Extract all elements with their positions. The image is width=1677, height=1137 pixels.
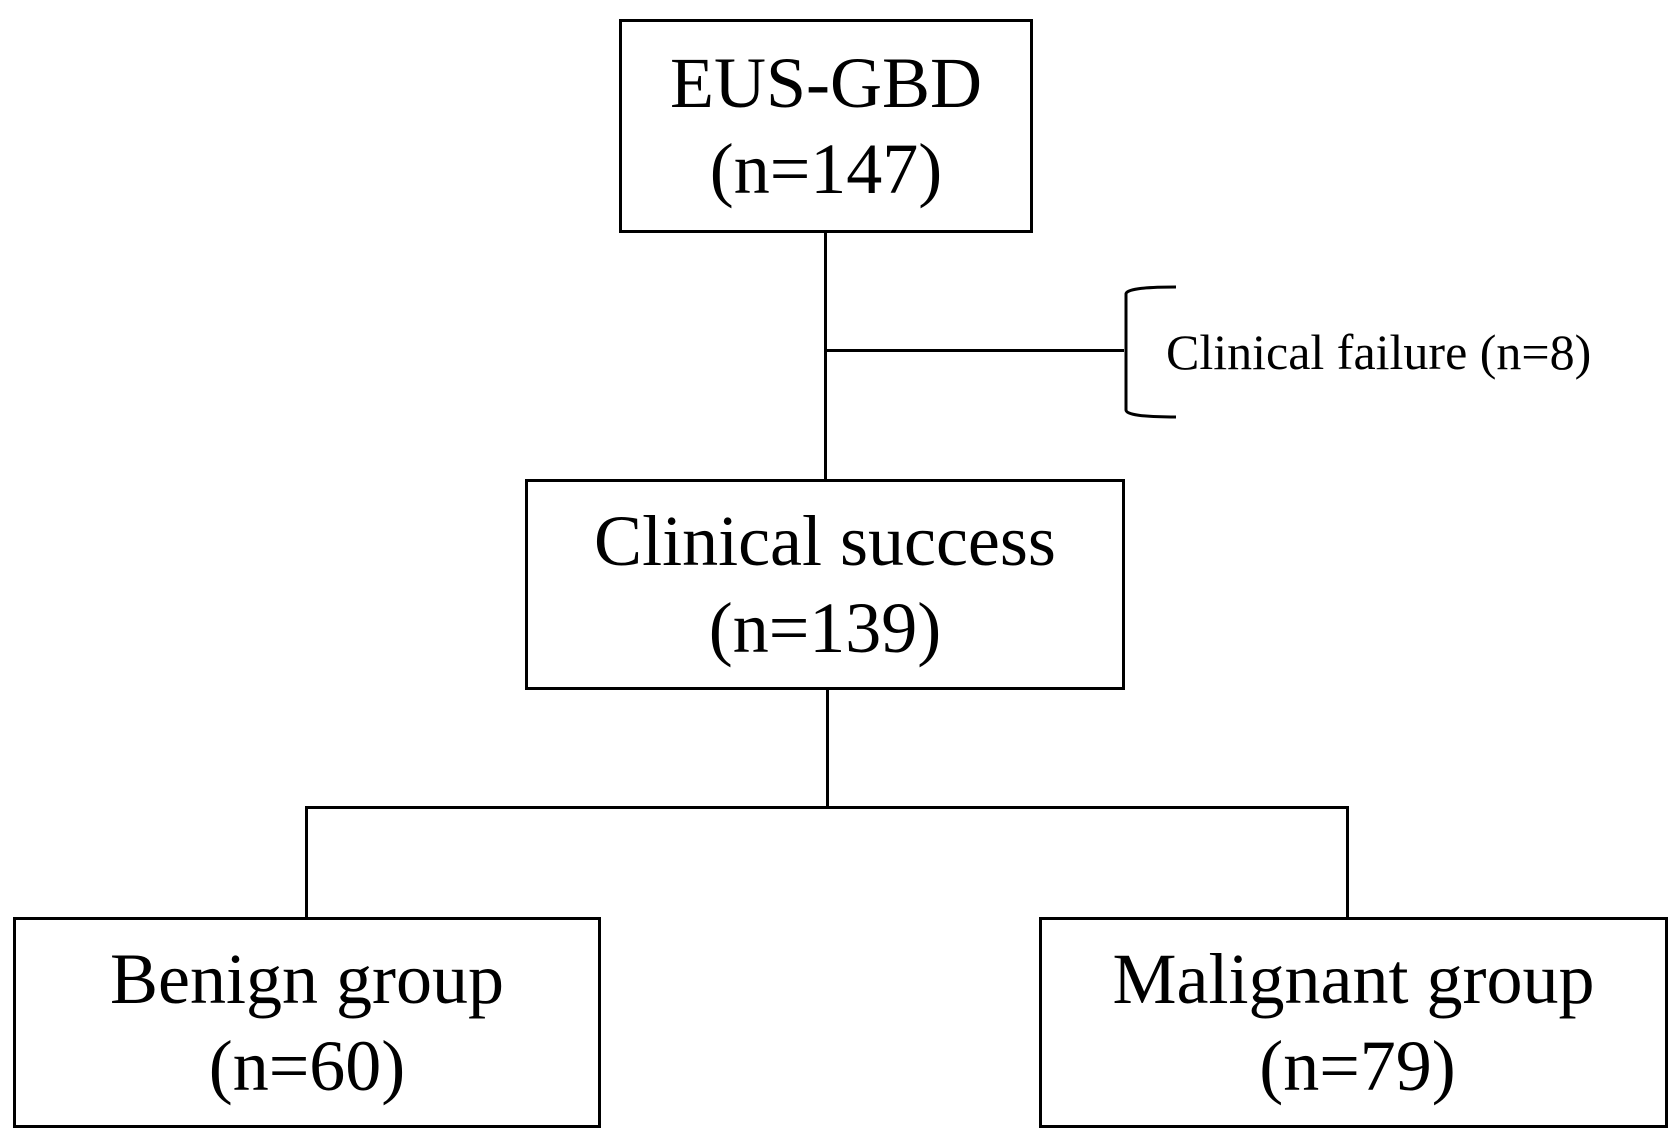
benign-group-box: Benign group (n=60) xyxy=(13,917,601,1128)
eus-gbd-box: EUS-GBD (n=147) xyxy=(619,19,1033,233)
benign-group-count: (n=60) xyxy=(208,1025,406,1106)
connector-to-malignant xyxy=(1346,806,1349,917)
malignant-group-count: (n=79) xyxy=(1259,1025,1456,1106)
clinical-success-count: (n=139) xyxy=(708,587,942,668)
clinical-success-box: Clinical success (n=139) xyxy=(525,479,1125,690)
clinical-success-title: Clinical success xyxy=(594,501,1056,582)
eus-gbd-count: (n=147) xyxy=(709,129,943,209)
eus-gbd-title: EUS-GBD xyxy=(669,42,982,123)
connector-horizontal-split xyxy=(305,806,1348,809)
connector-to-benign xyxy=(305,806,308,917)
connector-middle-down xyxy=(826,690,829,807)
exclusion-bracket xyxy=(1124,285,1177,419)
clinical-failure-label: Clinical failure (n=8) xyxy=(1166,324,1592,380)
connector-top-to-middle xyxy=(824,233,827,479)
malignant-group-title: Malignant group xyxy=(1112,939,1595,1020)
malignant-group-box: Malignant group (n=79) xyxy=(1039,917,1668,1128)
benign-group-title: Benign group xyxy=(110,939,504,1020)
connector-to-exclusion xyxy=(824,349,1124,352)
